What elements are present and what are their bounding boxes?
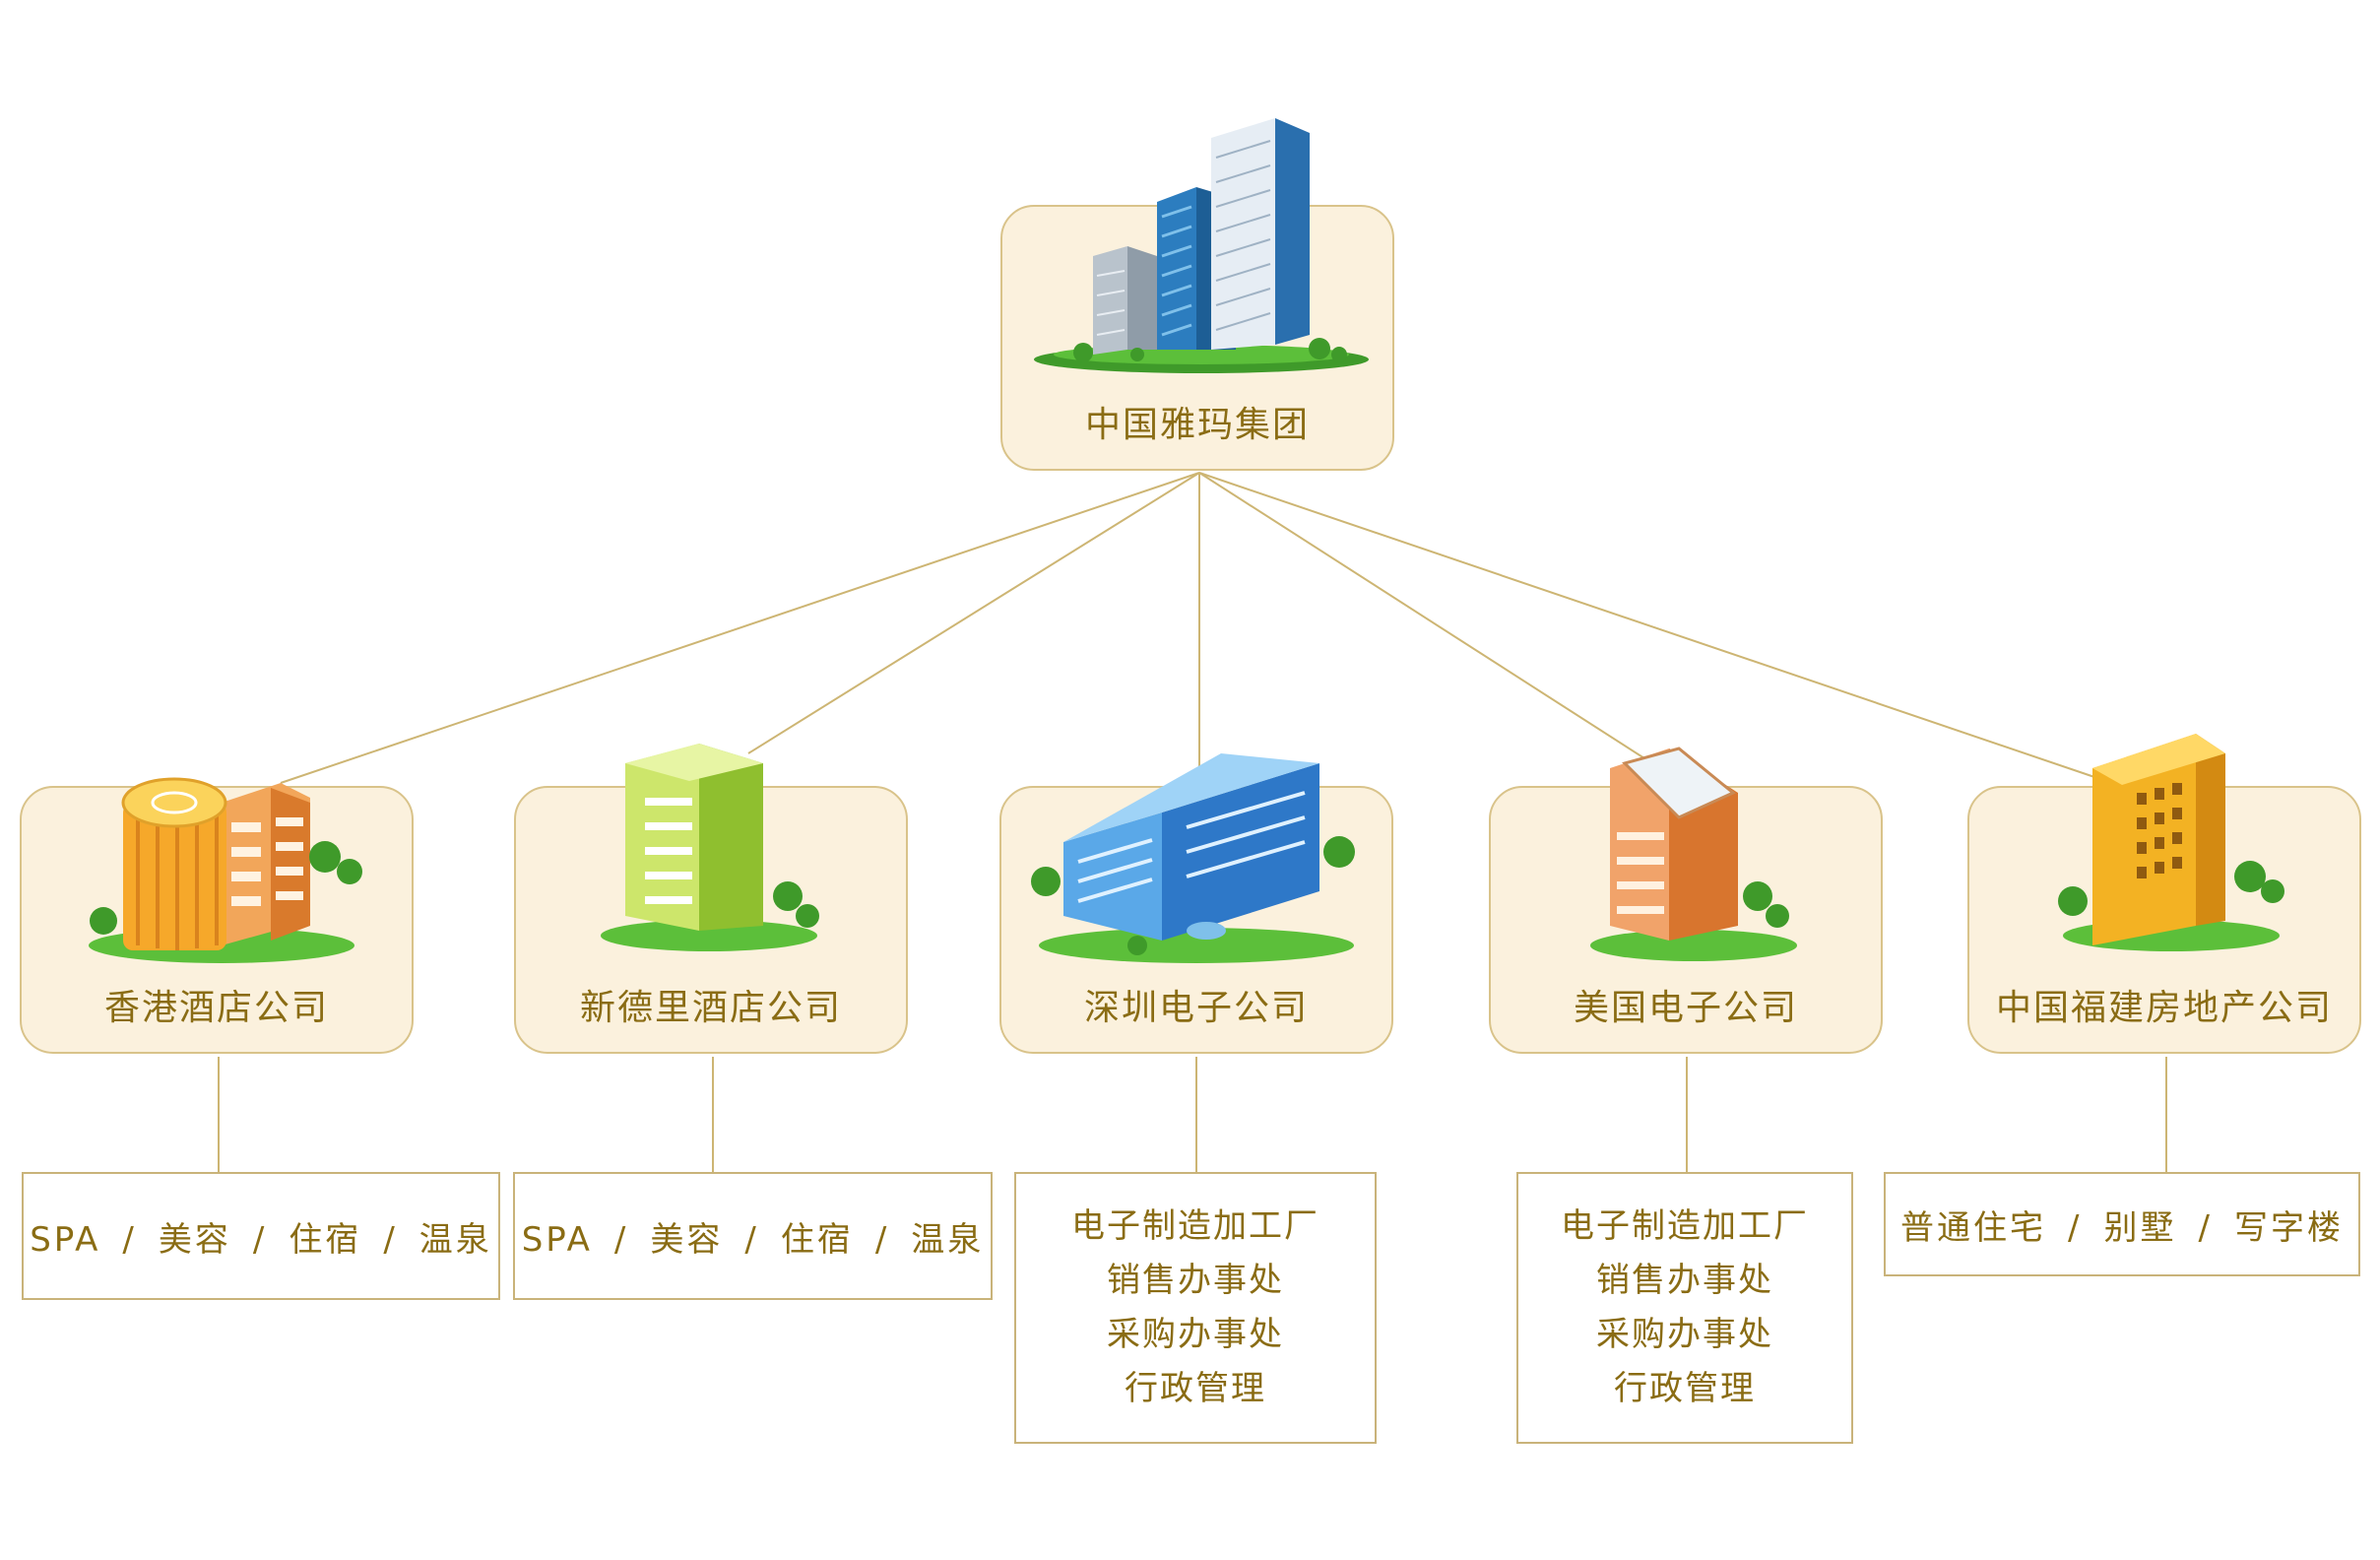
blue-factory-icon	[1031, 753, 1355, 963]
detail-separator: /	[613, 1219, 629, 1260]
detail-separator: /	[874, 1219, 890, 1260]
company-label: 深圳电子公司	[1083, 988, 1309, 1028]
company-label: 香港酒店公司	[103, 988, 329, 1028]
detail-item: 住宿	[289, 1219, 362, 1260]
detail-separator: /	[252, 1219, 268, 1260]
connector-root-newdelhi	[747, 472, 1200, 754]
company-label: 美国电子公司	[1573, 988, 1798, 1028]
connector-root-usa	[1198, 472, 1645, 759]
yellow-apartment-icon	[2058, 734, 2284, 951]
detail-item: 温泉	[911, 1219, 985, 1260]
detail-item: 电子制造加工厂	[1071, 1206, 1319, 1246]
detail-box-hongkong: SPA / 美容 / 住宿 / 温泉	[22, 1172, 500, 1300]
detail-item: 普通住宅	[1900, 1207, 2047, 1248]
connector-root-hongkong	[280, 472, 1200, 784]
detail-item: 行政管理	[1614, 1369, 1756, 1408]
orange-office-icon	[1590, 747, 1797, 961]
connector-root-fujian	[1198, 472, 2098, 779]
detail-separator: /	[2068, 1207, 2083, 1248]
detail-separator: /	[122, 1219, 137, 1260]
detail-item: SPA	[30, 1219, 101, 1260]
detail-item: 销售办事处	[1107, 1261, 1284, 1300]
detail-item: 别墅	[2103, 1207, 2177, 1248]
detail-item: 住宿	[780, 1219, 854, 1260]
detail-item: 温泉	[418, 1219, 492, 1260]
detail-item: 行政管理	[1125, 1369, 1266, 1408]
detail-item: 电子制造加工厂	[1561, 1206, 1809, 1246]
detail-item: 美容	[650, 1219, 724, 1260]
detail-box-newdelhi: SPA / 美容 / 住宿 / 温泉	[513, 1172, 993, 1300]
detail-item: 采购办事处	[1596, 1315, 1773, 1354]
detail-item: 采购办事处	[1107, 1315, 1284, 1354]
detail-box-shenzhen: 电子制造加工厂 销售办事处 采购办事处 行政管理	[1014, 1172, 1377, 1444]
company-label: 中国福建房地产公司	[1995, 988, 2333, 1028]
detail-separator: /	[744, 1219, 759, 1260]
detail-box-usa: 电子制造加工厂 销售办事处 采购办事处 行政管理	[1516, 1172, 1853, 1444]
detail-item: 销售办事处	[1596, 1261, 1773, 1300]
detail-box-fujian: 普通住宅 / 别墅 / 写字楼	[1884, 1172, 2360, 1276]
root-label: 中国雅玛集团	[1084, 405, 1310, 445]
detail-separator: /	[2198, 1207, 2213, 1248]
detail-separator: /	[383, 1219, 398, 1260]
detail-item: 写字楼	[2233, 1207, 2344, 1248]
hotel-helipad-icon	[89, 777, 362, 963]
green-hotel-icon	[601, 744, 819, 951]
office-towers-icon	[1034, 118, 1369, 373]
company-label: 新德里酒店公司	[579, 988, 842, 1028]
detail-item: 美容	[158, 1219, 231, 1260]
detail-item: SPA	[521, 1219, 593, 1260]
